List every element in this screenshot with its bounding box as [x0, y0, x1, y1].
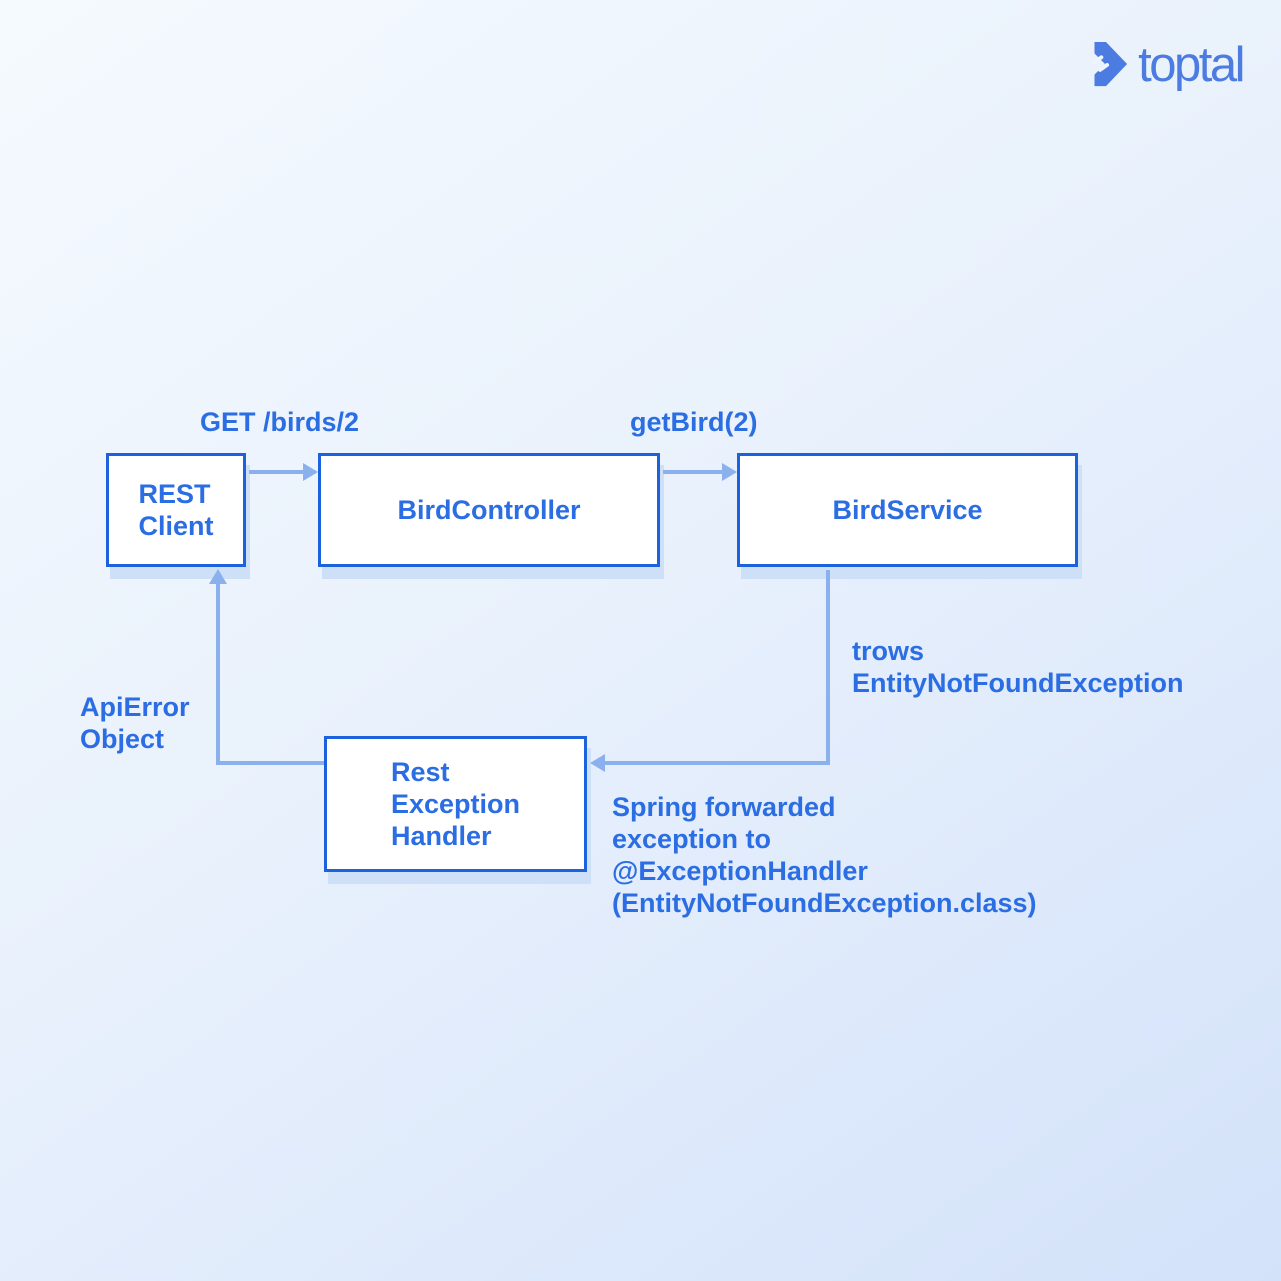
node-rest-exception-handler: Rest Exception Handler — [324, 736, 587, 872]
node-rest-exception-handler-line2: Exception — [390, 789, 521, 819]
label-getbird-call: getBird(2) — [630, 407, 758, 437]
label-spring-forwarded: Spring forwarded exception to @Exception… — [612, 791, 1037, 919]
node-rest-client-line2: Client — [138, 511, 214, 541]
node-rest-exception-handler-label: Rest Exception Handler — [391, 756, 520, 852]
connector-controller-to-service — [663, 470, 723, 474]
node-rest-exception-handler-line3: Handler — [390, 821, 492, 851]
label-api-error-line2: Object — [80, 724, 165, 754]
connector-service-to-handler-segment — [604, 761, 830, 765]
node-rest-client: REST Client — [106, 453, 246, 567]
label-throws-line1: trows — [852, 636, 925, 666]
toptal-logo-text: toptal — [1138, 38, 1245, 92]
label-spring-line2: exception to — [612, 824, 772, 854]
connector-handler-left-segment — [218, 761, 324, 765]
node-rest-exception-handler-line1: Rest — [390, 757, 450, 787]
node-bird-service-label: BirdService — [832, 495, 983, 525]
arrowhead-left-icon — [590, 754, 605, 772]
toptal-logo: toptal — [1083, 38, 1245, 92]
label-api-error-line1: ApiError — [80, 692, 190, 722]
label-get-birds-request: GET /birds/2 — [200, 407, 360, 437]
label-spring-line3: @ExceptionHandler — [612, 856, 868, 886]
node-bird-service: BirdService — [737, 453, 1078, 567]
arrowhead-right-icon — [722, 463, 737, 481]
label-throws-exception: trows EntityNotFoundException — [852, 635, 1183, 699]
node-rest-client-line1: REST — [138, 479, 211, 509]
arrowhead-up-icon — [209, 569, 227, 584]
toptal-logo-icon — [1083, 42, 1129, 88]
label-spring-line4: (EntityNotFoundException.class) — [612, 888, 1037, 918]
node-bird-controller: BirdController — [318, 453, 660, 567]
label-api-error-object: ApiError Object — [80, 691, 190, 755]
connector-client-to-controller — [249, 470, 304, 474]
arrowhead-right-icon — [303, 463, 318, 481]
label-throws-line2: EntityNotFoundException — [852, 668, 1184, 698]
connector-service-down-segment — [826, 570, 830, 765]
connector-handler-to-client-segment — [216, 584, 220, 765]
node-rest-client-label: REST Client — [138, 478, 213, 542]
node-bird-controller-label: BirdController — [397, 495, 581, 525]
label-spring-line1: Spring forwarded — [612, 792, 836, 822]
